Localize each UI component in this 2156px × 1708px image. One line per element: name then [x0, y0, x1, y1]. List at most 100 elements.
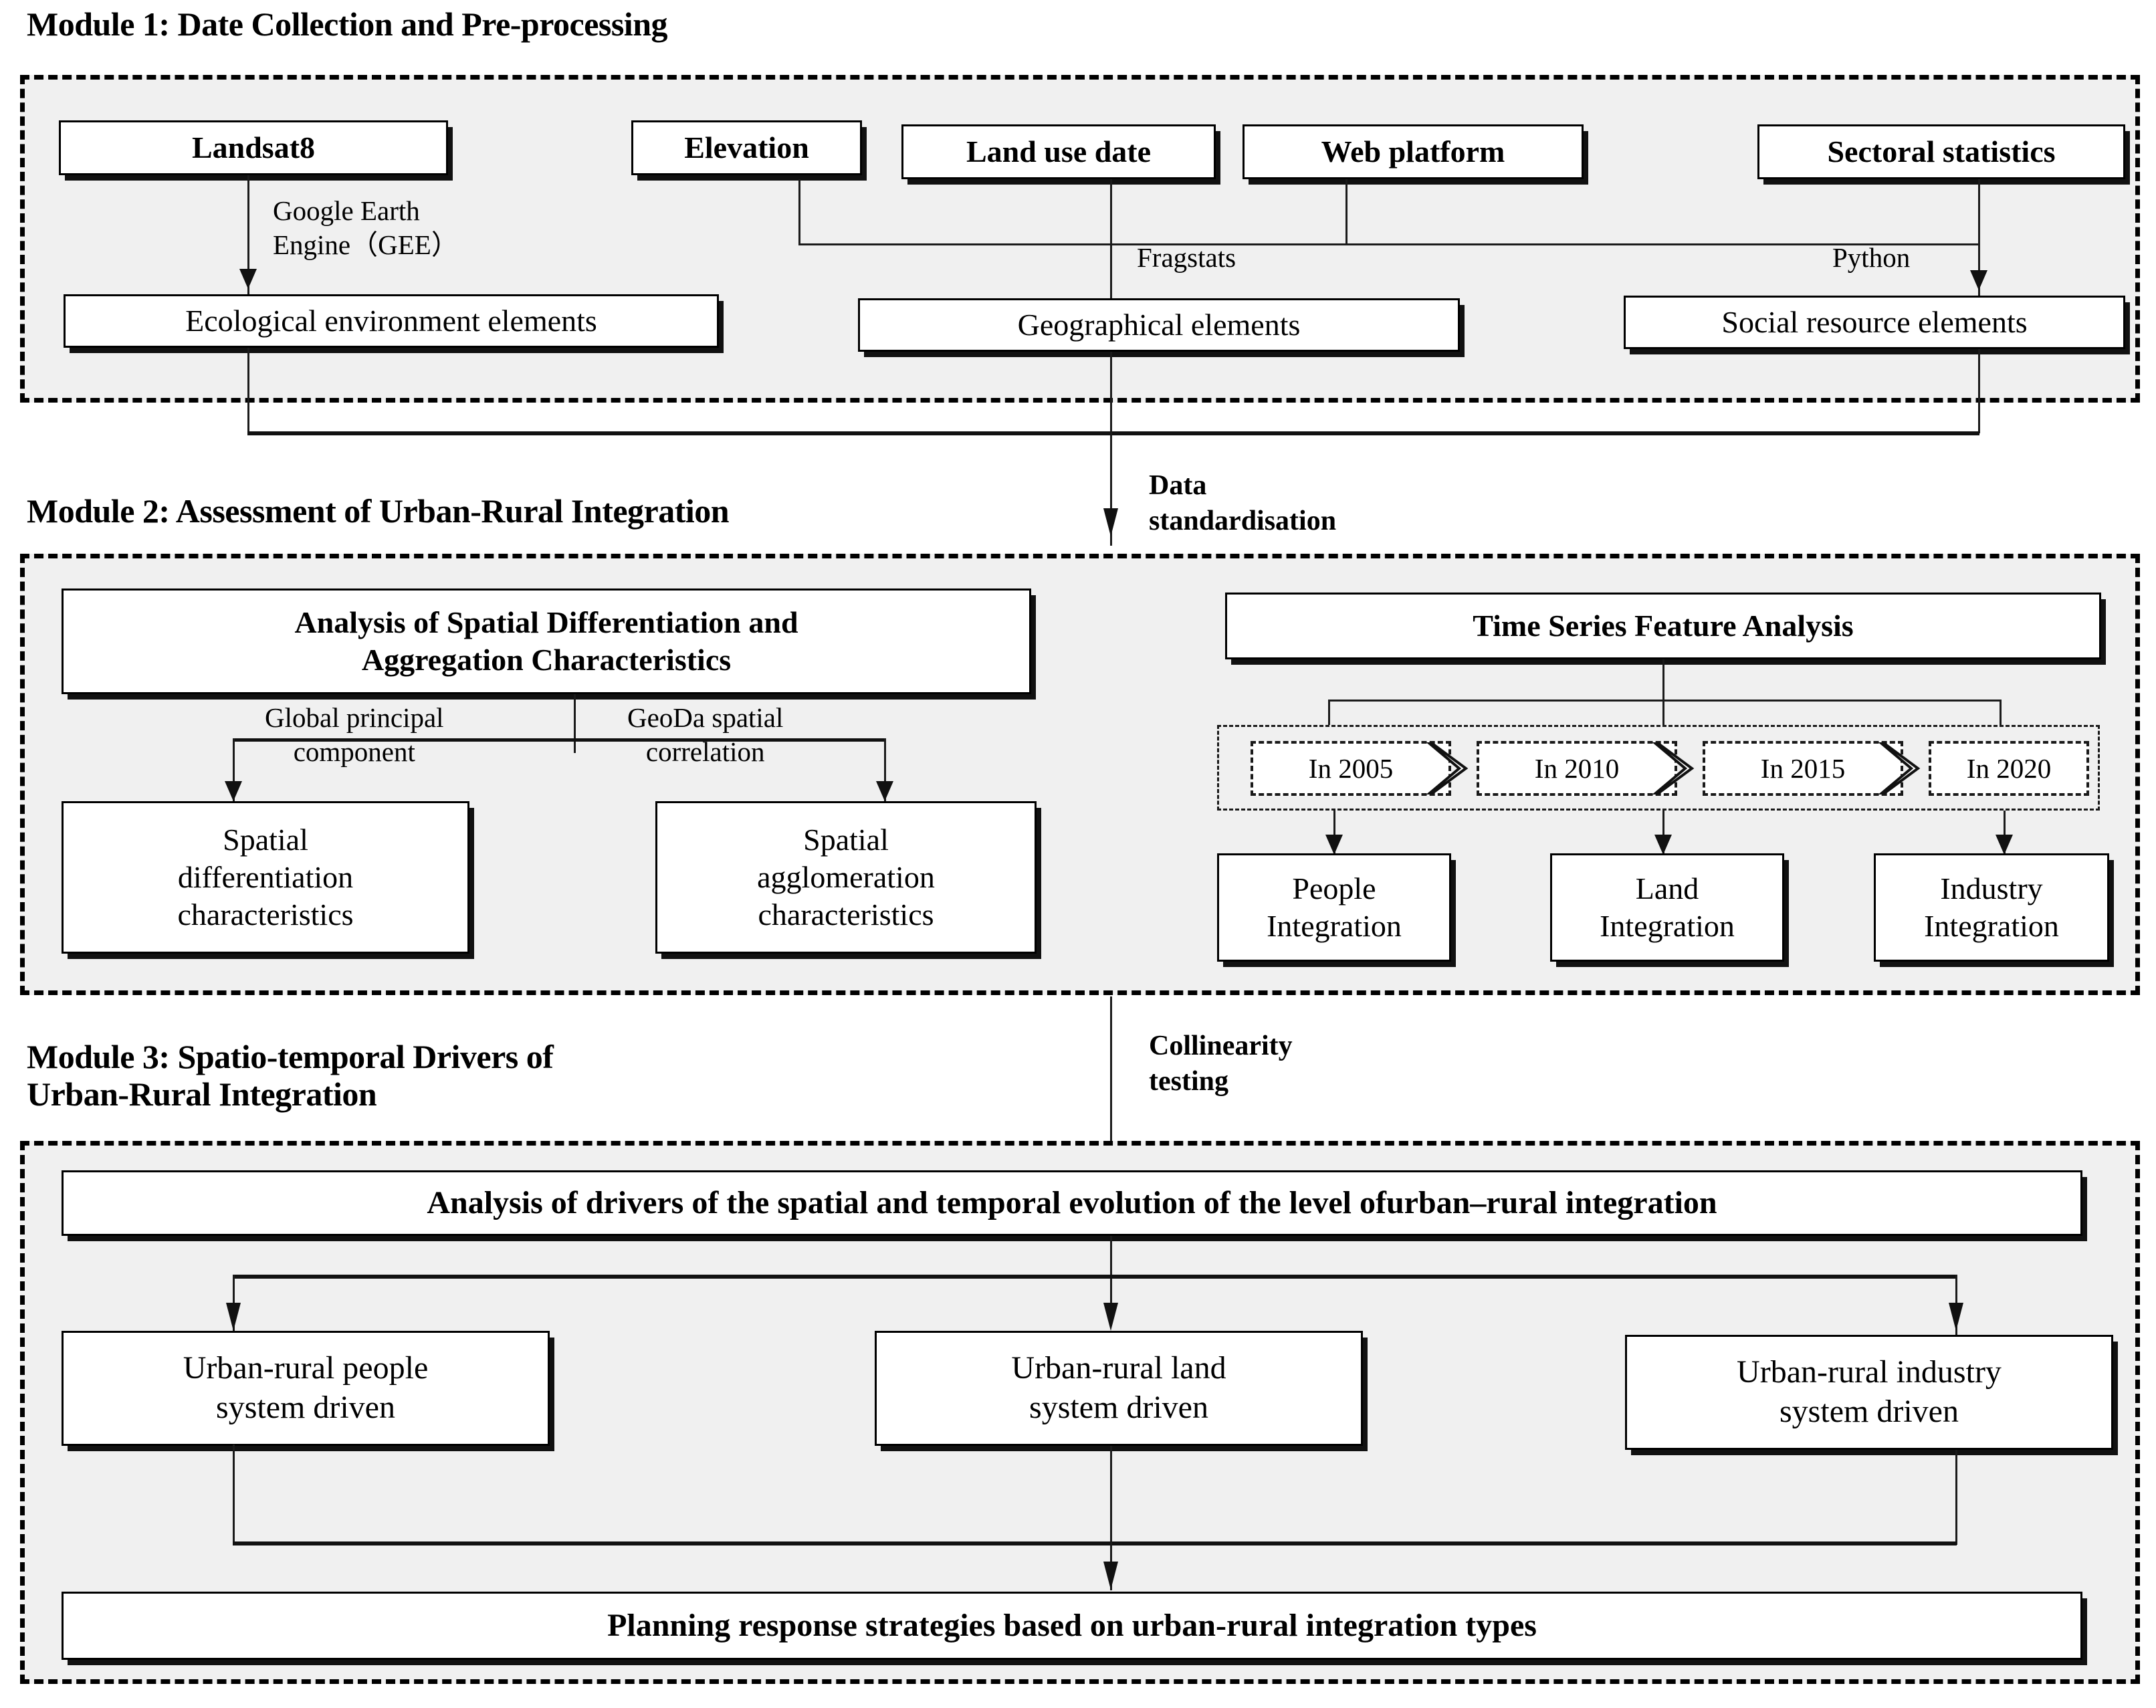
driver-label: Urban-rural industry system driven — [1737, 1354, 2002, 1429]
left-branch-down-a — [233, 738, 235, 807]
method-label-gee: Google Earth Engine（GEE） — [273, 195, 459, 261]
chevron-right-icon-1 — [1426, 742, 1469, 794]
arrowhead-to-ecological — [239, 269, 257, 289]
arrowhead-to-social — [1970, 270, 1987, 290]
arrowhead-to-industry-integration — [1996, 835, 2013, 855]
output-label: Spatial differentiation characteristics — [177, 822, 354, 932]
output-label: Industry Integration — [1924, 871, 2059, 943]
timeline-bar — [1328, 700, 2001, 702]
merge-horizontal-bar — [247, 431, 1979, 435]
output-label: People Integration — [1267, 871, 1402, 943]
arrowhead-to-footer — [1103, 1562, 1118, 1590]
output-node-spatial-differentiation: Spatial differentiation characteristics — [62, 801, 469, 954]
footer-merge-left — [233, 1445, 235, 1545]
connector-landuse-down — [1110, 179, 1112, 298]
header-node-driver-analysis: Analysis of drivers of the spatial and t… — [62, 1170, 2082, 1236]
header-label: Analysis of Spatial Differentiation and … — [294, 605, 798, 677]
source-node-web-platform: Web platform — [1243, 124, 1584, 179]
output-node-spatial-agglomeration: Spatial agglomeration characteristics — [655, 801, 1037, 954]
integration-drop-land — [1662, 811, 1664, 857]
footer-label: Planning response strategies based on ur… — [607, 1607, 1537, 1643]
module-2-title: Module 2: Assessment of Urban-Rural Inte… — [27, 492, 730, 530]
footer-merge-bar — [233, 1541, 1957, 1545]
timeline-cell-2010: In 2010 — [1477, 741, 1677, 796]
driver-label: Urban-rural land system driven — [1011, 1350, 1226, 1425]
source-label: Web platform — [1321, 134, 1505, 169]
timeline-stem — [1662, 659, 1664, 701]
timeline-label: In 2010 — [1534, 753, 1620, 784]
connector-elevation-down — [798, 179, 800, 245]
connector-web-to-python-join — [1345, 243, 1979, 245]
connector-landsat8-down — [247, 175, 249, 294]
arrowhead-to-land-integration — [1654, 835, 1672, 855]
integration-drop-people — [1333, 811, 1335, 857]
element-node-geographical: Geographical elements — [858, 298, 1460, 352]
driver-node-land: Urban-rural land system driven — [875, 1331, 1363, 1446]
method-label-global-principal-component: Global principal component — [265, 702, 444, 768]
connector-webplatform-down — [1345, 179, 1348, 245]
method-label-python: Python — [1832, 242, 1911, 273]
arrowhead-to-industry-driver — [1949, 1303, 1963, 1331]
element-node-social: Social resource elements — [1624, 296, 2125, 349]
arrowhead-to-people-integration — [1325, 835, 1343, 855]
header-label: Time Series Feature Analysis — [1473, 608, 1854, 643]
module-3-title: Module 3: Spatio-temporal Drivers of Urb… — [27, 1038, 554, 1113]
connector-sectoral-down — [1978, 179, 1980, 296]
module-1-title: Module 1: Date Collection and Pre-proces… — [27, 5, 668, 43]
arrowhead-to-spatial-differentiation — [225, 781, 242, 801]
method-label-geoda-spatial-correlation: GeoDa spatial correlation — [627, 702, 784, 768]
source-node-landsat8: Landsat8 — [59, 120, 448, 175]
timeline-drop-right — [2000, 700, 2002, 726]
output-label: Land Integration — [1600, 871, 1735, 943]
driver-label: Urban-rural people system driven — [183, 1350, 429, 1425]
arrowhead-to-spatial-agglomeration — [876, 781, 893, 801]
left-branch-bar — [233, 738, 885, 742]
element-label: Ecological environment elements — [185, 303, 597, 338]
connector-elevation-web-join — [798, 243, 1489, 245]
integration-drop-industry — [2004, 811, 2006, 857]
element-label: Geographical elements — [1017, 307, 1301, 342]
footer-node-planning-response: Planning response strategies based on ur… — [62, 1592, 2082, 1660]
footer-merge-center — [1110, 1446, 1112, 1590]
timeline-label: In 2020 — [1966, 753, 2052, 784]
source-node-elevation: Elevation — [631, 120, 862, 175]
source-label: Sectoral statistics — [1827, 134, 2056, 169]
merge-ecological-down — [247, 348, 249, 433]
element-label: Social resource elements — [1721, 304, 2028, 339]
source-node-land-use-date: Land use date — [901, 124, 1216, 179]
output-node-industry-integration: Industry Integration — [1874, 853, 2109, 962]
connector-label-collinearity-testing: Collinearity testing — [1149, 1031, 1293, 1097]
header-label: Analysis of drivers of the spatial and t… — [427, 1184, 1717, 1220]
timeline-drop-left — [1328, 700, 1330, 726]
arrowhead-data-standardisation — [1103, 508, 1118, 536]
method-label-fragstats: Fragstats — [1137, 242, 1236, 273]
timeline-cell-2020: In 2020 — [1929, 741, 2089, 796]
output-node-people-integration: People Integration — [1217, 853, 1451, 962]
source-node-sectoral-statistics: Sectoral statistics — [1757, 124, 2125, 179]
timeline-cell-2005: In 2005 — [1251, 741, 1451, 796]
element-node-ecological: Ecological environment elements — [64, 294, 719, 348]
arrowhead-to-land-driver — [1103, 1303, 1118, 1331]
source-label: Landsat8 — [191, 130, 316, 165]
header-node-time-series: Time Series Feature Analysis — [1225, 593, 2101, 659]
driver-node-industry: Urban-rural industry system driven — [1625, 1335, 2113, 1450]
timeline-label: In 2005 — [1308, 753, 1394, 784]
chevron-right-icon-2 — [1652, 742, 1695, 794]
timeline-label: In 2015 — [1760, 753, 1846, 784]
module2-to-module3-line — [1110, 996, 1112, 1141]
left-branch-down-b — [884, 738, 886, 807]
source-label: Land use date — [966, 134, 1152, 169]
timeline-cell-2015: In 2015 — [1703, 741, 1903, 796]
connector-label-data-standardisation: Data standardisation — [1149, 470, 1337, 536]
driver-node-people: Urban-rural people system driven — [62, 1331, 550, 1446]
output-label: Spatial agglomeration characteristics — [757, 822, 935, 932]
left-branch-stem — [574, 694, 576, 753]
merge-center-down — [1110, 352, 1112, 546]
header-node-spatial-analysis: Analysis of Spatial Differentiation and … — [62, 589, 1031, 694]
output-node-land-integration: Land Integration — [1550, 853, 1784, 962]
drivers-bar — [233, 1275, 1957, 1279]
merge-social-down — [1978, 349, 1980, 433]
timeline-drop-mid — [1662, 700, 1664, 726]
chevron-right-icon-3 — [1878, 742, 1921, 794]
